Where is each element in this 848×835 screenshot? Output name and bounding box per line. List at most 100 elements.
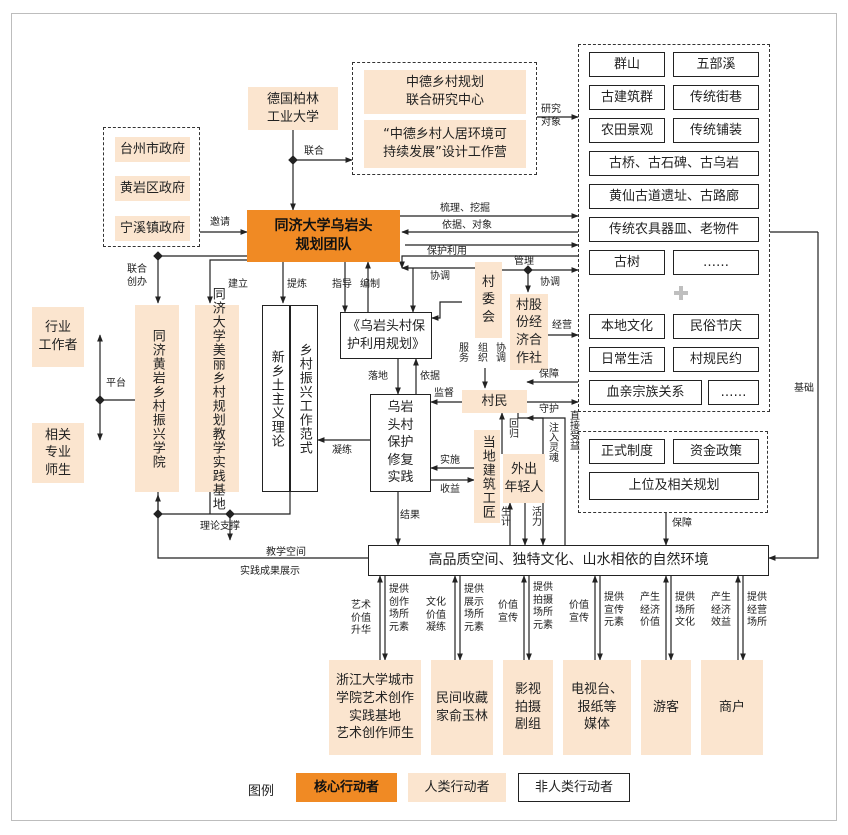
label-b9: 产生 经济 价值 <box>640 592 660 628</box>
label-baohu-liyong: 保护利用 <box>427 246 467 257</box>
legend-core: 核心行动者 <box>296 773 397 802</box>
node-craftsmen: 当地建筑工匠 <box>474 430 500 523</box>
resource-ellipsis-2: …… <box>708 380 759 405</box>
label-b11: 产生 经济 效益 <box>711 592 731 628</box>
label-yiju-duixiang: 依据、对象 <box>442 220 492 231</box>
label-yanjiu-duixiang: 研究 对象 <box>541 104 561 128</box>
node-berlin: 德国柏林 工业大学 <box>248 87 338 130</box>
label-lianhe: 联合 <box>304 146 324 157</box>
label-huoli: 活力 <box>529 506 541 526</box>
node-environment: 高品质空间、独特文化、山水相依的自然环境 <box>368 545 769 576</box>
label-jiaoxue: 教学空间 <box>266 547 306 558</box>
label-bianzhi: 编制 <box>360 279 380 290</box>
resource-daily-life: 日常生活 <box>589 347 665 372</box>
node-paradigm: 乡村振兴工作范式 <box>290 305 318 492</box>
label-jieguo: 结果 <box>400 510 420 521</box>
label-baozhang-2: 保障 <box>672 518 692 529</box>
resource-ancient-buildings: 古建筑群 <box>589 85 665 110</box>
label-jianli: 建立 <box>228 279 248 290</box>
node-taizhou: 台州市政府 <box>115 137 190 162</box>
label-b8: 提供 宣传 元素 <box>604 592 624 628</box>
resource-wubu-stream: 五部溪 <box>673 52 759 77</box>
label-b6: 提供 拍摄 场所 元素 <box>533 582 553 631</box>
legend-title: 图例 <box>248 784 275 799</box>
node-merchants: 商户 <box>701 660 763 755</box>
resource-farm-tools: 传统农具器皿、老物件 <box>589 217 759 242</box>
node-huangyan: 黄岩区政府 <box>115 176 190 201</box>
label-b3: 文化 价值 凝练 <box>426 597 446 633</box>
node-repair-practice: 乌岩 头村 保护 修复 实践 <box>370 394 431 492</box>
label-zhuru: 注入灵魂 <box>546 422 558 462</box>
label-b12: 提供 经营 场所 <box>747 592 767 628</box>
resource-group <box>578 44 770 412</box>
label-huigui: 回归 <box>506 418 518 438</box>
label-zhidao: 指导 <box>332 279 352 290</box>
node-media: 电视台、 报纸等 媒体 <box>563 660 631 755</box>
label-lilun: 理论支撑 <box>200 521 240 532</box>
node-ningxi: 宁溪镇政府 <box>115 216 190 241</box>
label-b7: 价值 宣传 <box>569 600 589 624</box>
institution-upper-plans: 上位及相关规划 <box>589 472 759 500</box>
label-jiandu: 监督 <box>434 388 454 399</box>
label-shishi: 实施 <box>440 455 460 466</box>
resource-local-culture: 本地文化 <box>589 314 665 339</box>
label-pingtai: 平台 <box>106 378 126 389</box>
node-coop: 村股 份经 济合 作社 <box>510 294 548 370</box>
label-zuzhi: 组织 <box>475 342 487 362</box>
label-yiju: 依据 <box>420 371 440 382</box>
label-ninglian: 凝练 <box>332 445 352 456</box>
diagram-frame <box>11 13 837 821</box>
label-tilian: 提炼 <box>287 279 307 290</box>
plus-icon <box>674 286 688 300</box>
node-academy: 同济黄岩乡村振兴学院 <box>135 305 179 492</box>
node-tourists: 游客 <box>641 660 691 755</box>
label-b10: 提供 场所 文化 <box>675 592 695 628</box>
resource-traditional-streets: 传统街巷 <box>673 85 759 110</box>
label-b5: 价值 宣传 <box>498 600 518 624</box>
label-shuli: 梳理、挖掘 <box>440 203 490 214</box>
node-villagers: 村民 <box>462 390 527 413</box>
label-shouyi: 收益 <box>440 484 460 495</box>
label-fuwu: 服务 <box>456 342 468 362</box>
resource-mountains: 群山 <box>589 52 665 77</box>
label-chengguo: 实践成果展示 <box>240 566 300 577</box>
label-guanli: 管理 <box>514 256 534 267</box>
label-jingying: 经营 <box>552 320 572 331</box>
resource-paving: 传统铺装 <box>673 118 759 143</box>
label-baozhang-1: 保障 <box>539 369 559 380</box>
resource-festivals: 民俗节庆 <box>673 314 759 339</box>
node-collector: 民间收藏 家俞玉林 <box>431 660 493 755</box>
node-teaching-base: 同济大学美丽乡村规划教学实践基地 <box>195 287 239 511</box>
node-students: 相关 专业 师生 <box>32 423 84 483</box>
label-b1: 艺术 价值 升华 <box>351 600 371 636</box>
label-b4: 提供 展示 场所 元素 <box>464 584 484 633</box>
resource-clan-relations: 血亲宗族关系 <box>589 380 702 405</box>
institution-group <box>578 431 768 513</box>
node-zju-art-base: 浙江大学城市 学院艺术创作 实践基地 艺术创作师生 <box>329 660 421 755</box>
label-shengji: 生计 <box>498 506 510 526</box>
institution-funding-policy: 资金政策 <box>673 439 759 464</box>
research-group <box>352 62 537 175</box>
legend-nonhuman: 非人类行动者 <box>518 773 630 802</box>
label-b2: 提供 创作 场所 元素 <box>389 584 409 633</box>
label-lianhe-chuangban: 联合 创办 <box>127 264 147 288</box>
institution-formal-system: 正式制度 <box>589 439 665 464</box>
resource-ancient-road: 黄仙古道遗址、古路廊 <box>589 184 759 209</box>
government-group <box>103 127 200 247</box>
node-workshop: “中德乡村人居环境可 持续发展”设计工作营 <box>364 120 526 168</box>
label-shouhu: 守护 <box>539 404 559 415</box>
node-plan: 《乌岩头村保 护利用规划》 <box>340 312 432 359</box>
label-luodi: 落地 <box>368 371 388 382</box>
node-film-crew: 影视 拍摄 剧组 <box>503 660 553 755</box>
node-village-committee: 村 委 会 <box>475 262 502 338</box>
legend-human: 人类行动者 <box>408 773 506 802</box>
node-core-team: 同济大学乌岩头 规划团队 <box>247 210 400 262</box>
node-industry-workers: 行业 工作者 <box>32 307 84 367</box>
node-youth: 外出 年轻人 <box>503 454 545 503</box>
node-research-center: 中德乡村规划 联合研究中心 <box>364 70 526 114</box>
resource-ellipsis-1: …… <box>673 250 759 275</box>
label-xietiao-vertical: 协调 <box>493 342 505 362</box>
label-yaoqing: 邀请 <box>210 217 230 228</box>
resource-farmland: 农田景观 <box>589 118 665 143</box>
